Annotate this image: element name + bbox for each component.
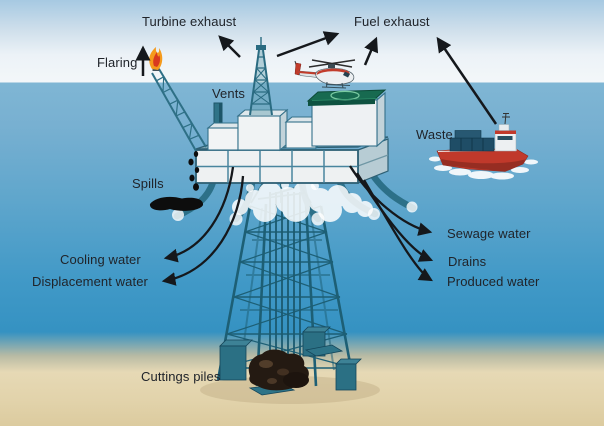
discharge-arrow-displacement-water (161, 175, 245, 286)
discharge-arrow-cooling-water (163, 166, 235, 263)
arrow-fuel-exhaust-from-ship (436, 36, 498, 125)
helicopter-icon (294, 59, 356, 89)
label-displacement-water: Displacement water (32, 274, 148, 289)
oil-drips (188, 151, 200, 191)
discharge-arrow-produced-water (363, 179, 433, 282)
label-cuttings-piles: Cuttings piles (141, 369, 221, 384)
arrow-fuel-exhaust-from-helicopter (363, 36, 379, 66)
label-sewage-water: Sewage water (447, 226, 531, 241)
label-cooling-water: Cooling water (60, 252, 141, 267)
label-vents: Vents (212, 86, 246, 101)
label-drains: Drains (448, 254, 487, 269)
discharge-arrow-drains (356, 172, 434, 262)
label-flaring: Flaring (97, 55, 138, 70)
supply-vessel-icon (436, 112, 529, 172)
derrick-tower (249, 37, 273, 116)
flare-flame-icon (149, 47, 163, 71)
label-fuel-exhaust: Fuel exhaust (354, 14, 430, 29)
helipad (306, 89, 387, 106)
flare-boom (151, 68, 207, 152)
label-produced-water: Produced water (447, 274, 540, 289)
discharge-arrow-sewage-water (349, 165, 433, 236)
label-turbine-exhaust: Turbine exhaust (142, 14, 237, 29)
cuttings-pile (248, 349, 309, 391)
drill-pipes (269, 192, 301, 368)
label-waste: Waste (416, 127, 453, 142)
arrow-fuel-exhaust-from-derrick (276, 31, 340, 58)
ship-wake (429, 156, 538, 180)
arrow-turbine-exhaust (218, 35, 241, 58)
label-spills: Spills (132, 176, 164, 191)
oil-slick (149, 196, 204, 211)
